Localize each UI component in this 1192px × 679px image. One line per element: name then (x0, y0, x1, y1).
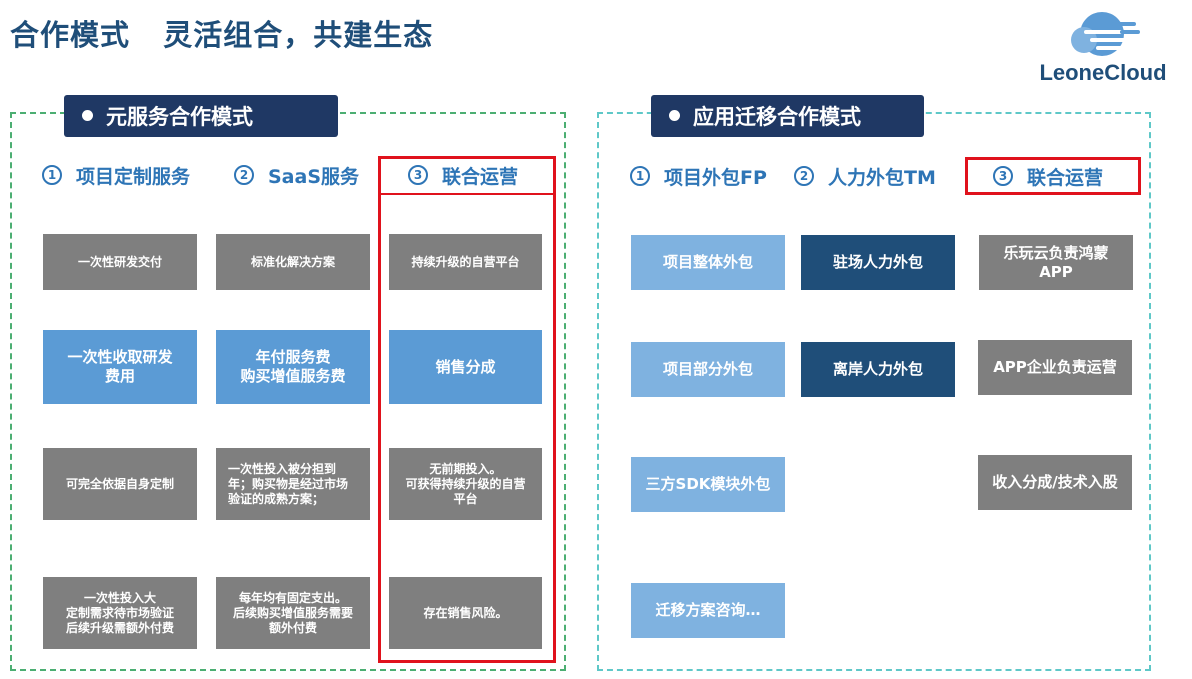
bullet-dot-icon (82, 110, 93, 121)
card-line: 乐玩云负责鸿蒙 APP (1003, 243, 1109, 281)
card-joint-operation: 乐玩云负责鸿蒙 APP (979, 235, 1133, 290)
card-risk: 每年均有固定支出。 后续购买增值服务需要额外付费 (216, 577, 370, 649)
bullet-dot-icon (669, 110, 680, 121)
column-heading-label: SaaS服务 (268, 165, 360, 188)
card-advantage: 可完全依据自身定制 (43, 448, 197, 520)
column-heading-label: 项目定制服务 (76, 165, 191, 188)
card-delivery-mode: 标准化解决方案 (216, 234, 370, 290)
logo-wordmark: LeoneCloud (1039, 60, 1167, 85)
card-risk: 存在销售风险。 (389, 577, 542, 649)
card-joint-operation: APP企业负责运营 (978, 340, 1132, 395)
card-advantage: 无前期投入。 可获得持续升级的自营平台 (389, 448, 542, 520)
circled-number-icon: 1 (42, 165, 62, 185)
card-tm-outsourcing: 驻场人力外包 (801, 235, 955, 290)
card-fp-outsourcing: 项目部分外包 (631, 342, 785, 397)
column-heading-tm-outsourcing: 2 人力外包TM (794, 160, 936, 192)
card-fp-outsourcing: 三方SDK模块外包 (631, 457, 785, 512)
card-delivery-mode: 持续升级的自营平台 (389, 234, 542, 290)
column-heading-joint-operation: 3 联合运营 (993, 160, 1103, 192)
card-charging-mode: 年付服务费 购买增值服务费 (216, 330, 370, 404)
metaservice-panel-header: 元服务合作模式 (64, 95, 338, 137)
card-joint-operation: 收入分成/技术入股 (978, 455, 1132, 510)
column-heading-saas: 2 SaaS服务 (234, 159, 359, 191)
card-line: 年付服务费 购买增值服务费 (240, 348, 346, 385)
app-migration-panel-header: 应用迁移合作模式 (651, 95, 924, 137)
card-charging-mode: 销售分成 (389, 330, 542, 404)
card-line: 每年均有固定支出。 后续购买增值服务需要额外付费 (232, 590, 353, 635)
column-heading-label: 联合运营 (1027, 166, 1104, 189)
page-title: 合作模式 灵活组合，共建生态 (10, 18, 434, 52)
joint-operation-column-highlight (379, 156, 556, 195)
card-charging-mode: 一次性收取研发费用 (43, 330, 197, 404)
card-tm-outsourcing: 离岸人力外包 (801, 342, 955, 397)
card-line: 一次性投入大 定制需求待市场验证 后续升级需额外付费 (65, 590, 174, 635)
column-heading-label: 人力外包TM (828, 166, 936, 189)
brand-logo: LeoneCloud (1028, 10, 1188, 86)
circled-number-icon: 2 (794, 166, 814, 186)
card-advantage: 一次性投入被分担到年；购买物是经过市场验证的成熟方案； (216, 448, 370, 520)
circled-number-icon: 3 (408, 165, 428, 185)
column-heading-custom-project: 1 项目定制服务 (42, 159, 190, 191)
circled-number-icon: 1 (630, 166, 650, 186)
circled-number-icon: 2 (234, 165, 254, 185)
card-risk: 一次性投入大 定制需求待市场验证 后续升级需额外付费 (43, 577, 197, 649)
panel-header-label: 应用迁移合作模式 (693, 105, 861, 129)
column-heading-label: 项目外包FP (664, 166, 767, 189)
cloud-logo-icon (1071, 12, 1140, 56)
column-heading-fp-outsourcing: 1 项目外包FP (630, 160, 767, 192)
panel-header-label: 元服务合作模式 (106, 105, 253, 129)
joint-operation-heading-highlight (965, 157, 1141, 195)
column-heading-label: 联合运营 (442, 165, 519, 188)
circled-number-icon: 3 (993, 166, 1013, 186)
card-fp-outsourcing: 项目整体外包 (631, 235, 785, 290)
column-heading-joint-operation: 3 联合运营 (408, 159, 518, 191)
card-line: 无前期投入。 可获得持续升级的自营平台 (405, 461, 526, 506)
card-delivery-mode: 一次性研发交付 (43, 234, 197, 290)
card-fp-outsourcing: 迁移方案咨询… (631, 583, 785, 638)
